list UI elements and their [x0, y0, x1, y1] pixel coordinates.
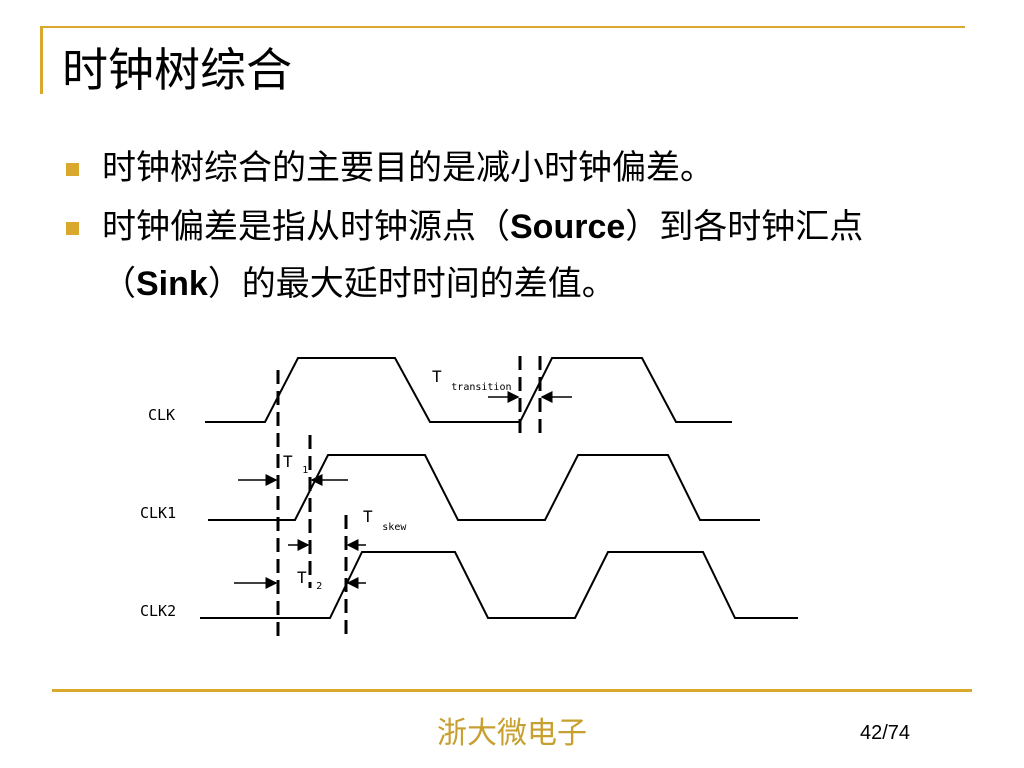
- bullet-term-source: Source: [510, 208, 626, 246]
- skew-label: T skew: [363, 507, 407, 533]
- t1-subscript: 1: [302, 465, 308, 476]
- page-number: 42/74: [860, 722, 911, 744]
- title-frame-left-rule: [40, 26, 43, 94]
- bullet-text-part: ）到各时钟汇点（: [102, 207, 864, 304]
- t2-symbol: T: [297, 568, 307, 587]
- bullet-list: 时钟树综合的主要目的是减小时钟偏差。 时钟偏差是指从时钟源点（Source）到各…: [62, 140, 942, 315]
- t2-label: T 2: [297, 568, 322, 592]
- signal-label-clk2: CLK2: [140, 602, 176, 620]
- clock-skew-timing-diagram: CLK CLK1 CLK2 T transition T 1: [140, 356, 798, 638]
- footer-rule: [52, 689, 972, 692]
- title-frame-top-rule: [40, 26, 965, 28]
- transition-symbol: T: [432, 367, 442, 386]
- bullet-text-part: ）的最大延时时间的差值。: [207, 264, 616, 304]
- bullet-square-icon: [66, 222, 79, 235]
- t1-label: T 1: [283, 452, 308, 476]
- transition-subscript: transition: [451, 382, 511, 393]
- t1-symbol: T: [283, 452, 293, 471]
- slide-title: 时钟树综合: [62, 43, 292, 97]
- bullet-item-definition: 时钟偏差是指从时钟源点（Source）到各时钟汇点（Sink）的最大延时时间的差…: [62, 199, 942, 313]
- bullet-text-part: 时钟偏差是指从时钟源点（: [102, 207, 510, 247]
- bullet-term-sink: Sink: [136, 265, 208, 303]
- bullet-text: 时钟树综合的主要目的是减小时钟偏差。: [102, 148, 714, 188]
- bullet-square-icon: [66, 163, 79, 176]
- signal-label-clk1: CLK1: [140, 504, 176, 522]
- signal-label-clk: CLK: [148, 406, 175, 424]
- transition-label: T transition: [432, 367, 512, 393]
- skew-symbol: T: [363, 507, 373, 526]
- clk-waveform: [205, 357, 732, 423]
- bullet-item-purpose: 时钟树综合的主要目的是减小时钟偏差。: [62, 140, 942, 197]
- footer-organization: 浙大微电子: [437, 716, 587, 751]
- clk2-waveform: [200, 551, 798, 619]
- skew-subscript: skew: [382, 522, 407, 533]
- t2-subscript: 2: [316, 581, 322, 592]
